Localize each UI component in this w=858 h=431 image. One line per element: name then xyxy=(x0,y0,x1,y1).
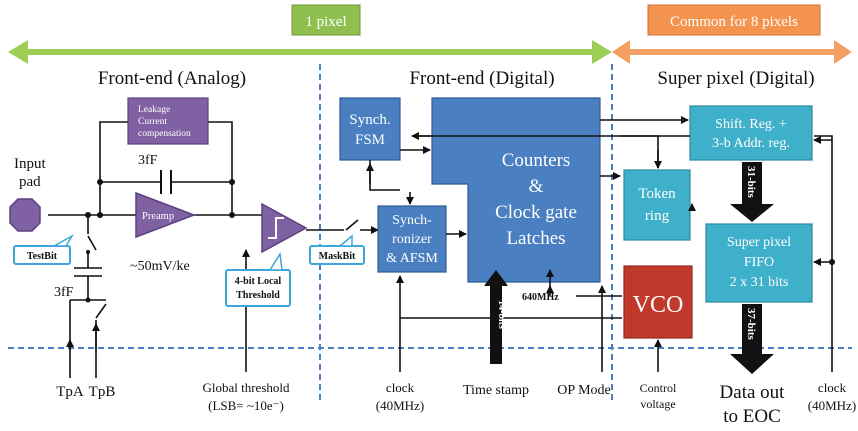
tpa-label: TpA xyxy=(56,384,84,400)
vco-label: VCO xyxy=(633,292,684,318)
synchronizer-block xyxy=(377,205,447,273)
token-ring-block xyxy=(623,169,691,241)
preamp-triangle xyxy=(135,191,197,239)
discriminator-triangle xyxy=(261,202,308,254)
leakage-label-line2: Current xyxy=(138,117,167,127)
shift-register-block xyxy=(689,105,813,161)
fifo-line1: Super pixel xyxy=(727,235,791,250)
analog-wiring xyxy=(48,121,379,378)
input-pad-icon xyxy=(9,198,41,232)
data-out-line2: to EOC xyxy=(723,406,781,427)
threshold-callout-line2: Threshold xyxy=(236,290,280,301)
bus-31-bit-arrow xyxy=(730,162,774,222)
clock-right-line2: (40MHz) xyxy=(808,398,856,413)
input-pad-label-line1: Input xyxy=(14,156,46,172)
op-mode-label: OP Mode xyxy=(557,383,611,398)
vco-block xyxy=(623,265,693,339)
pixel-scope-arrow xyxy=(8,40,612,64)
testbit-callout xyxy=(13,233,75,265)
preamp-gain-label: ~50mV/ke xyxy=(130,259,190,274)
data-out-line1: Data out xyxy=(720,382,786,403)
feedback-capacitor xyxy=(160,170,172,194)
counters-line3: Clock gate xyxy=(495,202,577,223)
super-pixel-wiring xyxy=(411,116,835,372)
counters-line2: & xyxy=(529,176,544,197)
leakage-label-line1: Leakage xyxy=(138,105,170,115)
threshold-callout-line1: 4-bit Local xyxy=(235,276,282,287)
freq-640-label: 640MHz xyxy=(522,292,559,303)
synchronizer-line1: Synch- xyxy=(392,213,432,228)
testbit-callout-label: TestBit xyxy=(27,251,58,262)
synch-fsm-line2: FSM xyxy=(355,132,385,148)
maskbit-callout xyxy=(309,234,365,265)
control-voltage-line1: Control xyxy=(640,381,677,395)
common-scope-label: Common for 8 pixels xyxy=(670,14,798,30)
fifo-line2: FIFO xyxy=(744,255,774,270)
feedback-cap-value: 3fF xyxy=(138,153,158,168)
shift-register-line1: Shift. Reg. + xyxy=(715,117,787,132)
leakage-label-line3: compensation xyxy=(138,129,191,139)
pixel-scope-tag xyxy=(291,4,361,36)
token-ring-line2: ring xyxy=(645,208,670,224)
discriminator-step-icon xyxy=(268,217,284,239)
synch-fsm-line1: Synch. xyxy=(349,112,390,128)
super-pixel-fifo-block xyxy=(705,223,813,303)
leakage-compensation-block xyxy=(127,97,209,145)
digital-wiring xyxy=(366,146,622,372)
global-threshold-line1: Global threshold xyxy=(202,380,290,395)
time-stamp-label: Time stamp xyxy=(463,383,529,398)
maskbit-callout-label: MaskBit xyxy=(319,251,356,262)
common-scope-tag xyxy=(647,4,821,36)
token-ring-line1: Token xyxy=(638,186,676,202)
counters-latches-block xyxy=(431,97,601,283)
bus-37-bit-label: 37-bits xyxy=(745,308,757,341)
section-title-digital: Front-end (Digital) xyxy=(409,68,554,89)
preamp-label: Preamp xyxy=(142,211,174,222)
counters-line4: Latches xyxy=(506,228,565,249)
global-threshold-line2: (LSB= ~10e⁻) xyxy=(208,398,284,413)
threshold-callout xyxy=(225,251,291,307)
synchronizer-line2: ronizer xyxy=(392,232,432,247)
bus-37-bit-arrow xyxy=(730,304,774,374)
shift-register-line2: 3-b Addr. reg. xyxy=(712,136,790,151)
timestamp-bus-label: 14-bits xyxy=(496,300,507,329)
clock-left-line2: (40MHz) xyxy=(376,398,424,413)
input-pad-label-line2: pad xyxy=(19,174,41,190)
test-cap-value: 3fF xyxy=(54,285,74,300)
section-title-analog: Front-end (Analog) xyxy=(98,68,246,89)
synchronizer-line3: & AFSM xyxy=(386,251,438,266)
synch-fsm-block xyxy=(339,97,401,161)
section-title-super: Super pixel (Digital) xyxy=(657,68,814,89)
clock-left-line1: clock xyxy=(386,380,415,395)
clock-right-line1: clock xyxy=(818,380,847,395)
bus-31-bit-label: 31-bits xyxy=(745,166,757,199)
timestamp-bus-arrow xyxy=(484,270,508,364)
control-voltage-line2: voltage xyxy=(640,397,675,411)
fifo-line3: 2 x 31 bits xyxy=(730,275,789,290)
counters-line1: Counters xyxy=(502,150,571,171)
tpb-label: TpB xyxy=(89,384,116,400)
common-scope-arrow xyxy=(612,40,852,64)
pixel-scope-label: 1 pixel xyxy=(305,14,346,30)
